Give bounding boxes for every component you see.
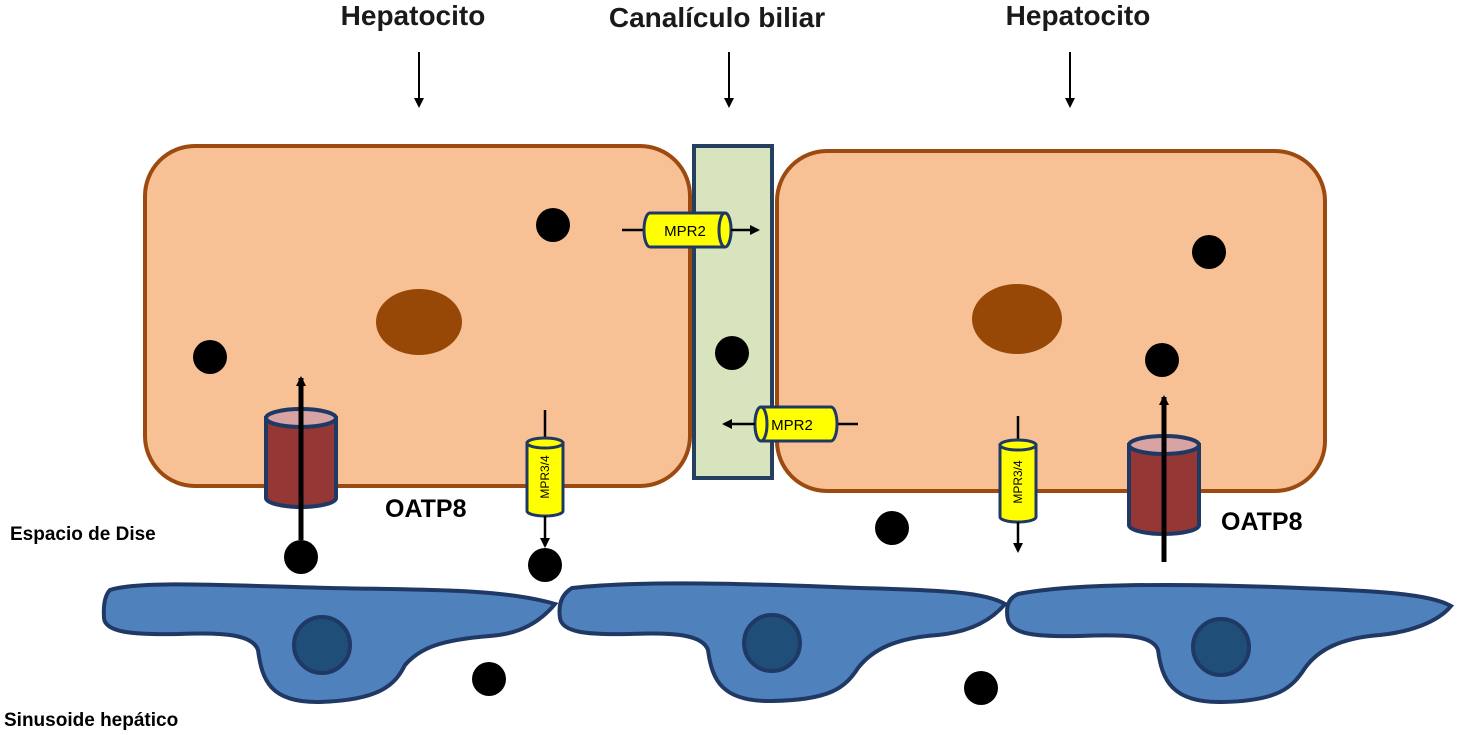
endothelial-cell-middle bbox=[557, 581, 1009, 704]
bilirubin-dot bbox=[875, 511, 909, 545]
bilirubin-dot bbox=[964, 671, 998, 705]
oatp8-label-right: OATP8 bbox=[1221, 508, 1303, 536]
bilirubin-dot bbox=[193, 340, 227, 374]
mpr2-label-top: MPR2 bbox=[664, 223, 706, 240]
nucleus-right bbox=[972, 284, 1062, 354]
title-hepatocyte-right: Hepatocito bbox=[1006, 0, 1151, 31]
oatp8-label-left: OATP8 bbox=[385, 495, 467, 523]
mpr2-transporter-bottom: MPR2 bbox=[722, 405, 858, 443]
endothelial-nucleus-right bbox=[1191, 617, 1251, 677]
mpr34-transporter-left: MPR3/4 bbox=[525, 410, 565, 548]
mpr2-label-bottom: MPR2 bbox=[771, 417, 813, 434]
bilirubin-dot bbox=[1145, 343, 1179, 377]
nucleus-left bbox=[376, 289, 462, 355]
oatp8-transporter-left bbox=[264, 376, 338, 540]
label-sinusoid: Sinusoide hepático bbox=[4, 710, 178, 731]
endothelial-cell-right bbox=[1005, 582, 1455, 705]
mpr2-transporter-top: MPR2 bbox=[622, 211, 760, 249]
endothelial-cell-left bbox=[101, 582, 559, 705]
title-hepatocyte-left: Hepatocito bbox=[341, 0, 486, 31]
oatp8-transporter-right bbox=[1127, 395, 1201, 562]
mpr34-label-right: MPR3/4 bbox=[1011, 460, 1025, 504]
bilirubin-dot bbox=[715, 336, 749, 370]
endothelial-nucleus-left bbox=[292, 615, 352, 675]
title-canaliculus: Canalículo biliar bbox=[609, 2, 825, 33]
endothelial-nucleus-middle bbox=[742, 613, 802, 673]
mpr34-label-left: MPR3/4 bbox=[538, 455, 552, 499]
bilirubin-dot bbox=[536, 208, 570, 242]
bilirubin-dot bbox=[472, 662, 506, 696]
bilirubin-dot bbox=[1192, 235, 1226, 269]
mpr34-transporter-right: MPR3/4 bbox=[998, 416, 1038, 553]
bilirubin-dot bbox=[528, 548, 562, 582]
label-space-of-disse: Espacio de Dise bbox=[10, 524, 156, 545]
bilirubin-dot bbox=[284, 540, 318, 574]
